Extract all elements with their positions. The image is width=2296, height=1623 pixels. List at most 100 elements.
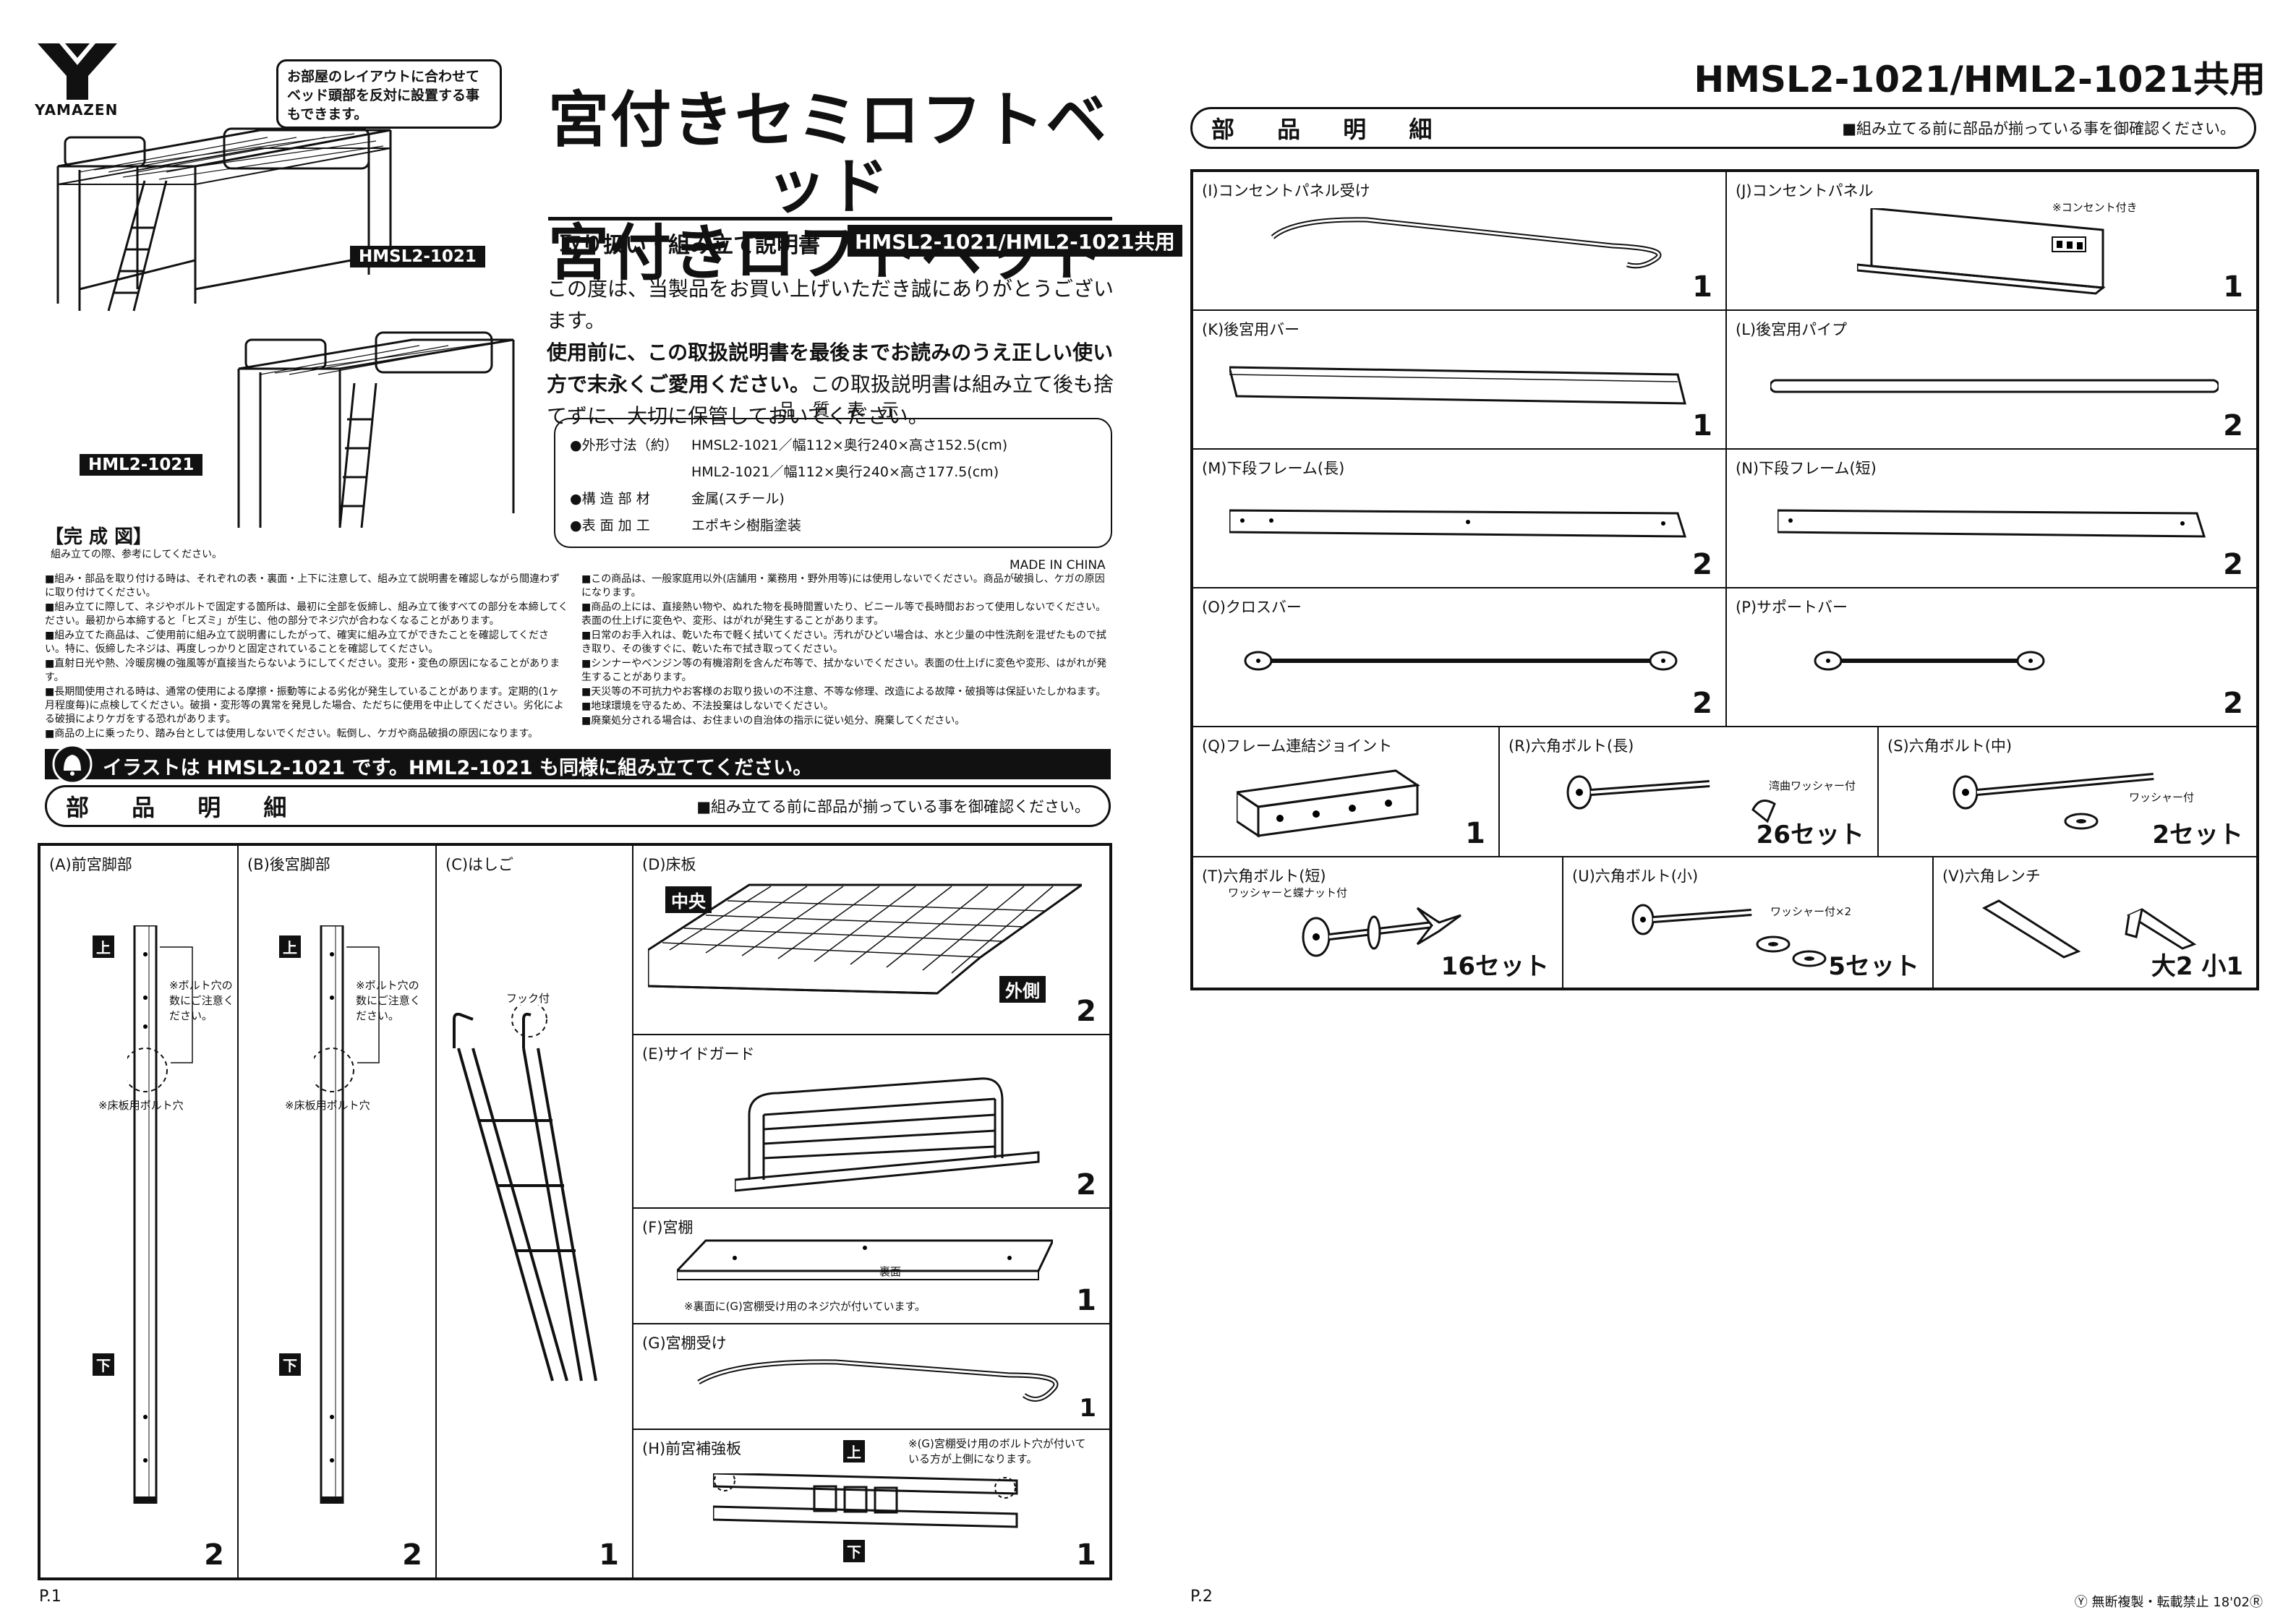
parts-heading-note: ■組み立てる前に部品が揃っている事を御確認ください。	[1842, 120, 2235, 137]
note-item: ■組み立てた商品は、ご使用前に組み立て説明書にしたがって、確実に組み立てができた…	[45, 630, 549, 655]
lower-frame-long-drawing	[1229, 509, 1687, 538]
part-d: (D)床板 中央 外側 2	[633, 845, 1110, 1035]
floor-board-drawing	[648, 883, 1082, 995]
small-bolt-drawing	[1631, 904, 1827, 967]
bolt-hole-note: ※ボルト穴の数にご注意ください。	[169, 979, 234, 1022]
page-number-1: P.1	[39, 1588, 61, 1606]
part-c: (C)はしご フック付 1	[436, 845, 633, 1578]
outlet-note: ※コンセント付き	[2052, 201, 2138, 214]
parts-heading-title: 部 品 明 細	[66, 794, 304, 821]
shelf-back-label: 裏面	[879, 1265, 902, 1278]
quality-material-key: ●構 造 部 材	[570, 491, 650, 507]
front-leg-drawing	[127, 925, 193, 1504]
part-m: (M)下段フレーム(長) 2	[1192, 449, 1726, 588]
bed-illustration-semi-loft	[56, 127, 392, 312]
center-mark: 中央	[665, 886, 712, 913]
part-f: (F)宮棚 裏面 ※裏面に(G)宮棚受け用のネジ穴が付いています。 1	[633, 1208, 1110, 1324]
complete-diagram-note: 組み立ての際、参考にしてください。	[51, 549, 223, 560]
part-count: 1	[1079, 1394, 1096, 1423]
parts-grid-left: (A)前宮脚部 上 下 ※ボルト穴の数にご注意ください。 ※床板用ボルト穴 2 …	[38, 843, 1112, 1580]
part-u: (U)六角ボルト(小) ワッシャー付×2 5セット	[1563, 857, 1933, 988]
models-tag: HMSL2-1021/HML2-1021共用	[848, 225, 1182, 257]
part-count: 1	[599, 1538, 619, 1572]
part-count: 1	[1465, 817, 1485, 850]
parts-grid-right: (I)コンセントパネル受け 1 (J)コンセントパネル ※コンセント付き 1 (…	[1190, 169, 2259, 990]
notes-right: ■この商品は、一般家庭用以外(店舗用・業務用・野外用等)には使用しないでください…	[581, 573, 1111, 729]
made-in-label: MADE IN CHINA	[1010, 558, 1106, 573]
layout-note-bubble: お部屋のレイアウトに合わせてベッド頭部を反対に設置する事もできます。	[276, 59, 502, 129]
model-tag-loft: HML2-1021	[80, 454, 203, 476]
washer-note: ワッシャー付	[2129, 791, 2195, 804]
outer-mark: 外側	[999, 976, 1046, 1003]
ladder-drawing	[453, 1005, 597, 1382]
part-r: (R)六角ボルト(長) 湾曲ワッシャー付 26セット	[1499, 727, 1878, 857]
part-j: (J)コンセントパネル ※コンセント付き 1	[1726, 171, 2257, 310]
side-guard-drawing	[735, 1077, 1040, 1192]
part-h: (H)前宮補強板 上 下 ※(G)宮棚受け用のボルト穴が付いている方が上側になり…	[633, 1429, 1110, 1578]
part-count: 1	[1692, 270, 1712, 304]
part-o: (O)クロスバー 2	[1192, 588, 1726, 727]
outlet-panel-support-drawing	[1271, 217, 1662, 269]
part-count: 2	[1692, 548, 1712, 581]
washer-nut-note: ワッシャーと蝶ナット付	[1228, 886, 1348, 899]
top-mark: 上	[279, 935, 301, 958]
illustration-banner: イラストは HMSL2-1021 です。HML2-1021 も同様に組み立ててく…	[45, 749, 1111, 779]
part-g: (G)宮棚受け 1	[633, 1324, 1110, 1429]
part-q: (Q)フレーム連結ジョイント 1	[1192, 727, 1499, 857]
note-item: ■商品の上には、直接熱い物や、ぬれた物を長時間置いたり、ビニール等で長時間おおっ…	[581, 601, 1106, 627]
part-v: (V)六角レンチ 大2 小1	[1933, 857, 2257, 988]
shelf-note: ※裏面に(G)宮棚受け用のネジ穴が付いています。	[684, 1300, 926, 1313]
part-count: 16セット	[1441, 952, 1549, 981]
hex-wrench-drawing	[1981, 899, 2197, 959]
part-count: 5セット	[1828, 952, 1919, 981]
quality-size-key: ●外形寸法（約）	[570, 437, 678, 453]
reinforce-note: ※(G)宮棚受け用のボルト穴が付いている方が上側になります。	[908, 1437, 1086, 1465]
part-a: (A)前宮脚部 上 下 ※ボルト穴の数にご注意ください。 ※床板用ボルト穴 2	[40, 845, 238, 1578]
bell-icon	[52, 745, 93, 784]
quality-box: ●外形寸法（約）HMSL2-1021／幅112×奥行240×高さ152.5(cm…	[554, 418, 1112, 548]
parts-heading-note: ■組み立てる前に部品が揃っている事を御確認ください。	[696, 798, 1090, 815]
part-label: (R)六角ボルト(長)	[1508, 737, 1634, 755]
part-count: 2	[2223, 687, 2243, 720]
part-count: 2	[2223, 409, 2243, 442]
page-number-2: P.2	[1190, 1588, 1213, 1606]
part-i: (I)コンセントパネル受け 1	[1192, 171, 1726, 310]
note-item: ■商品の上に乗ったり、踏み台としては使用しないでください。転倒し、ケガや商品破損…	[45, 728, 539, 740]
parts-heading-left: 部 品 明 細 ■組み立てる前に部品が揃っている事を御確認ください。	[45, 785, 1111, 827]
reinforce-plate-drawing	[713, 1473, 1018, 1528]
part-count: 1	[1076, 1538, 1096, 1572]
complete-diagram-heading: 【完 成 図】	[45, 526, 153, 548]
part-label: (E)サイドガード	[642, 1045, 755, 1063]
part-label: (L)後宮用パイプ	[1736, 321, 1848, 338]
part-b: (B)後宮脚部 上 下 ※ボルト穴の数にご注意ください。 ※床板用ボルト穴 2	[238, 845, 436, 1578]
part-label: (T)六角ボルト(短)	[1202, 868, 1326, 885]
note-item: ■組み・部品を取り付ける時は、それぞれの表・裏面・上下に注意して、組み立て説明書…	[45, 573, 560, 599]
note-item: ■地球環境を守るため、不法投棄はしないでください。	[581, 701, 834, 712]
part-label: (J)コンセントパネル	[1736, 182, 1874, 200]
part-label: (G)宮棚受け	[642, 1335, 727, 1352]
floor-bolt-note: ※床板用ボルト穴	[98, 1099, 184, 1112]
bottom-mark: 下	[279, 1353, 301, 1376]
part-label: (D)床板	[642, 856, 696, 873]
quality-finish-key: ●表 面 加 工	[570, 518, 650, 534]
title-line-1: 宮付きセミロフトベッド	[547, 85, 1108, 222]
right-page-model: HMSL2-1021/HML2-1021共用	[1694, 59, 2266, 100]
quality-size-2: HML2-1021／幅112×奥行240×高さ177.5(cm)	[691, 464, 999, 480]
part-count: 2	[2223, 548, 2243, 581]
intro-text: この度は、当製品をお買い上げいただき誠にありがとうございます。 使用前に、この取…	[547, 273, 1118, 432]
part-count: 2	[1692, 687, 1712, 720]
parts-heading-right: 部 品 明 細 ■組み立てる前に部品が揃っている事を御確認ください。	[1190, 107, 2256, 149]
model-tag-semi-loft: HMSL2-1021	[350, 246, 485, 267]
frame-joint-drawing	[1237, 769, 1421, 838]
part-count: 2	[402, 1538, 422, 1572]
notes-left: ■組み・部品を取り付ける時は、それぞれの表・裏面・上下に注意して、組み立て説明書…	[45, 573, 568, 742]
part-count: 2	[204, 1538, 224, 1572]
quality-heading: 品 質 表 示	[778, 400, 905, 420]
part-label: (H)前宮補強板	[642, 1440, 742, 1457]
lower-frame-short-drawing	[1778, 509, 2206, 538]
part-label: (V)六角レンチ	[1942, 868, 2041, 885]
part-count: 2	[1076, 1168, 1096, 1202]
bed-illustration-loft	[237, 331, 515, 528]
part-label: (B)後宮脚部	[247, 856, 330, 873]
quality-material: 金属(スチール)	[691, 491, 785, 507]
